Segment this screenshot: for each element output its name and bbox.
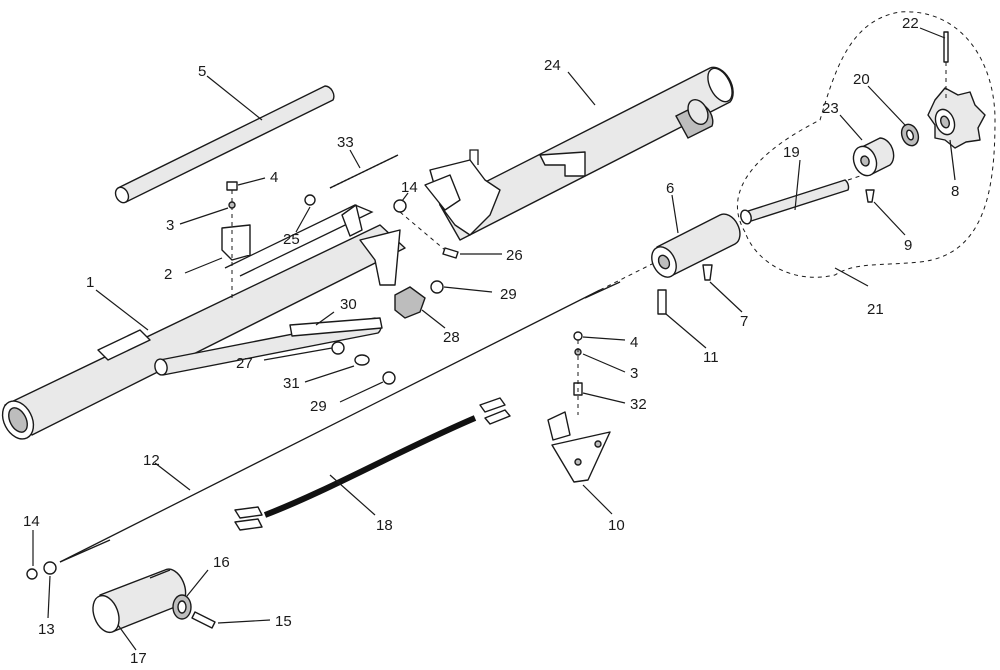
part-27-spacer bbox=[331, 341, 345, 355]
callout-14-lower: 14 bbox=[23, 513, 40, 530]
callout-33: 33 bbox=[337, 134, 354, 151]
callout-4: 4 bbox=[270, 169, 278, 186]
part-23-hub bbox=[852, 137, 895, 177]
part-14-nut-lower bbox=[26, 568, 38, 580]
part-1-main-tube bbox=[1, 204, 406, 440]
callout-17: 17 bbox=[130, 650, 147, 667]
part-8-star-knob bbox=[927, 87, 986, 149]
callout-14-upper: 14 bbox=[401, 179, 418, 196]
callout-12: 12 bbox=[143, 452, 160, 469]
part-2-bracket bbox=[221, 181, 251, 298]
part-22-pin bbox=[943, 31, 949, 63]
part-hinge-plate bbox=[341, 204, 363, 237]
callout-28: 28 bbox=[443, 329, 460, 346]
callout-32: 32 bbox=[630, 396, 647, 413]
callout-6: 6 bbox=[666, 180, 674, 197]
part-26-bolt bbox=[442, 247, 459, 259]
part-16-grommet bbox=[172, 594, 192, 620]
callout-11: 11 bbox=[703, 349, 719, 366]
callout-8: 8 bbox=[951, 183, 959, 200]
callout-15: 15 bbox=[275, 613, 292, 630]
part-11-pin bbox=[657, 289, 667, 315]
part-33-spring bbox=[329, 154, 399, 189]
part-19-shaft bbox=[740, 175, 861, 225]
callout-9: 9 bbox=[904, 237, 912, 254]
leader-lines bbox=[32, 27, 956, 651]
part-29-nut-lower bbox=[382, 371, 396, 385]
callout-21: 21 bbox=[867, 301, 884, 318]
callout-20: 20 bbox=[853, 71, 870, 88]
callout-3-lower: 3 bbox=[630, 365, 638, 382]
part-25-wing-bolt bbox=[304, 194, 316, 206]
part-9-screw bbox=[865, 189, 875, 203]
part-7-screw bbox=[702, 264, 713, 281]
callout-25: 25 bbox=[283, 231, 300, 248]
part-5-rod bbox=[114, 85, 335, 204]
part-31-washer bbox=[354, 354, 370, 366]
part-12-cable-rod bbox=[59, 259, 661, 563]
part-29-nut-upper bbox=[430, 280, 444, 294]
callout-10: 10 bbox=[608, 517, 625, 534]
part-20-bearing bbox=[900, 123, 920, 147]
callout-29-upper: 29 bbox=[500, 286, 517, 303]
callout-23: 23 bbox=[822, 100, 839, 117]
callout-13: 13 bbox=[38, 621, 55, 638]
part-14-nut-upper bbox=[393, 199, 407, 213]
callout-31: 31 bbox=[283, 375, 300, 392]
part-18-harness-cable bbox=[234, 397, 511, 531]
callout-27: 27 bbox=[236, 355, 253, 372]
callout-30: 30 bbox=[340, 296, 357, 313]
part-28-knob bbox=[394, 286, 426, 319]
callout-18: 18 bbox=[376, 517, 393, 534]
callout-22: 22 bbox=[902, 15, 919, 32]
part-17-end-tube bbox=[92, 568, 187, 634]
callout-1: 1 bbox=[86, 274, 94, 291]
callout-4-lower: 4 bbox=[630, 334, 638, 351]
part-6-sleeve bbox=[651, 213, 741, 278]
part-10-control-lever bbox=[547, 331, 611, 483]
callout-labels: 1 2 3 4 5 6 7 8 9 10 11 12 13 14 15 16 1… bbox=[23, 15, 959, 667]
callout-7: 7 bbox=[740, 313, 748, 330]
callout-16: 16 bbox=[213, 554, 230, 571]
callout-19: 19 bbox=[783, 144, 800, 161]
callout-2: 2 bbox=[164, 266, 172, 283]
part-24-upper-tube bbox=[424, 66, 734, 241]
part-15-pin bbox=[191, 611, 216, 629]
callout-24: 24 bbox=[544, 57, 561, 74]
callout-26: 26 bbox=[506, 247, 523, 264]
part-13-washer bbox=[43, 561, 57, 575]
callout-3: 3 bbox=[166, 217, 174, 234]
part-30-bolt bbox=[289, 317, 383, 337]
callout-29-lower: 29 bbox=[310, 398, 327, 415]
callout-5: 5 bbox=[198, 63, 206, 80]
